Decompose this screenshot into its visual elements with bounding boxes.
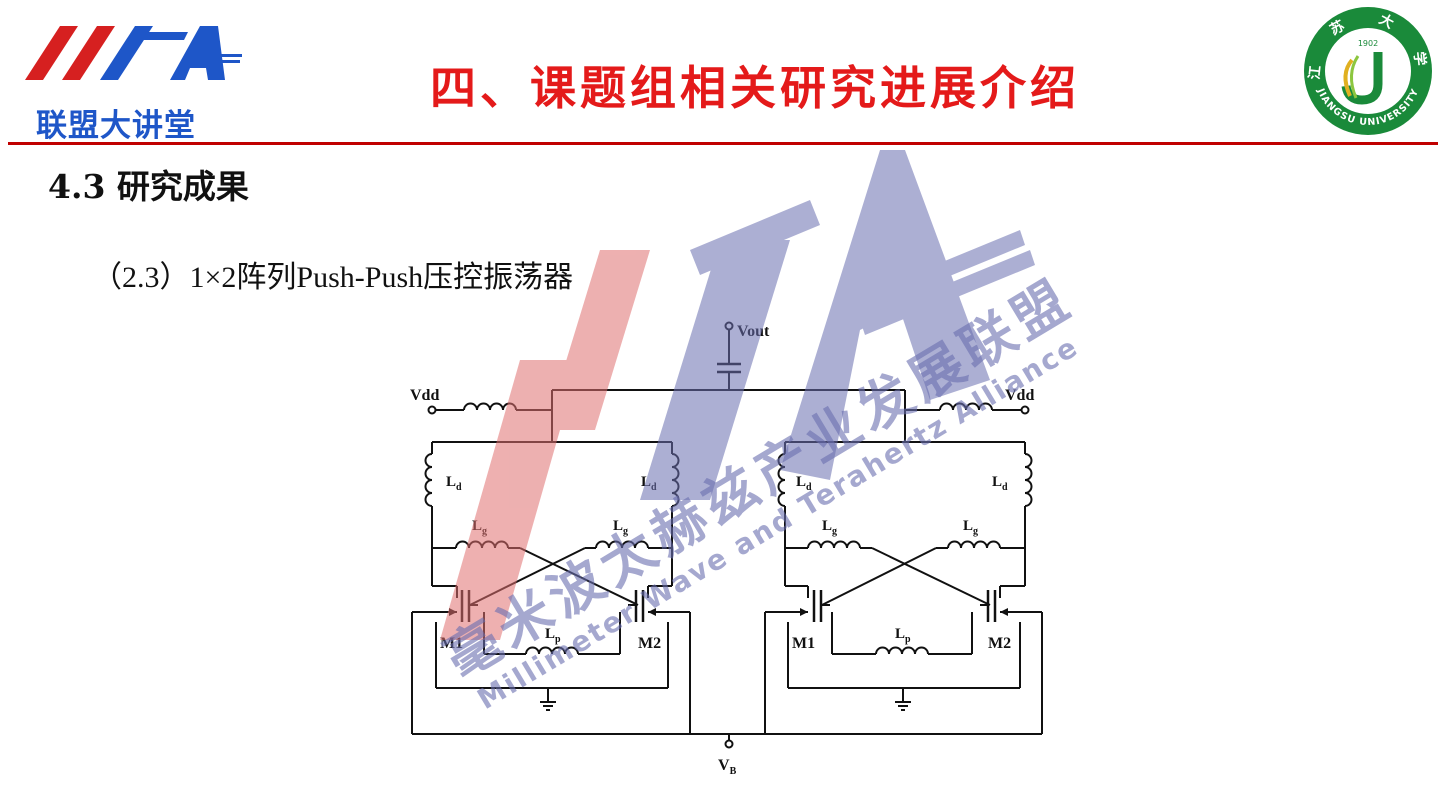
svg-text:Ld: Ld bbox=[641, 474, 657, 493]
svg-text:Lg: Lg bbox=[963, 518, 978, 537]
jiangsu-university-logo: 江 苏 大 学 JIANGSU UNIVERSITY 1902 bbox=[1300, 4, 1436, 138]
header-divider bbox=[8, 142, 1438, 145]
lp-label: L bbox=[545, 626, 555, 642]
ld-sub: d bbox=[456, 482, 462, 493]
m2-label: M2 bbox=[988, 635, 1011, 652]
ld-label: L bbox=[992, 474, 1002, 490]
lg-sub: g bbox=[623, 526, 628, 537]
m1-label: M1 bbox=[792, 635, 815, 652]
slide-subtitle: （2.3）1×2阵列Push-Push压控振荡器 bbox=[92, 261, 574, 294]
vdd-right-label: Vdd bbox=[1005, 387, 1034, 404]
vout-label: Vout bbox=[737, 323, 770, 340]
lp-sub: p bbox=[555, 634, 561, 645]
section-title: 4.3 研究成果 bbox=[48, 167, 249, 206]
svg-text:Lp: Lp bbox=[545, 626, 561, 645]
ld-label: L bbox=[796, 474, 806, 490]
svg-text:Lp: Lp bbox=[895, 626, 911, 645]
svg-text:Lg: Lg bbox=[472, 518, 487, 537]
lg-label: L bbox=[472, 518, 482, 534]
vb-sub: B bbox=[730, 766, 737, 777]
svg-text:Lg: Lg bbox=[613, 518, 628, 537]
lp-label: L bbox=[895, 626, 905, 642]
lg-label: L bbox=[822, 518, 832, 534]
vb-label: V bbox=[718, 757, 730, 774]
svg-text:VB: VB bbox=[718, 757, 737, 777]
ld-sub: d bbox=[1002, 482, 1008, 493]
lg-sub: g bbox=[973, 526, 978, 537]
lg-sub: g bbox=[832, 526, 837, 537]
ld-label: L bbox=[641, 474, 651, 490]
svg-text:Lg: Lg bbox=[822, 518, 837, 537]
m2-label: M2 bbox=[638, 635, 661, 652]
svg-text:Ld: Ld bbox=[796, 474, 812, 493]
page-title: 四、课题组相关研究进展介绍 bbox=[430, 61, 1080, 115]
ld-sub: d bbox=[806, 482, 812, 493]
ld-label: L bbox=[446, 474, 456, 490]
lg-label: L bbox=[613, 518, 623, 534]
lg-label: L bbox=[963, 518, 973, 534]
svg-text:Ld: Ld bbox=[992, 474, 1008, 493]
lp-sub: p bbox=[905, 634, 911, 645]
logo-left-text: 联盟大讲堂 bbox=[36, 108, 196, 144]
vdd-left-label: Vdd bbox=[410, 387, 439, 404]
alliance-logo: 联盟大讲堂 bbox=[20, 18, 250, 144]
svg-text:Ld: Ld bbox=[446, 474, 462, 493]
lg-sub: g bbox=[482, 526, 487, 537]
logo-right-year: 1902 bbox=[1358, 39, 1378, 48]
m1-label: M1 bbox=[440, 635, 463, 652]
ld-sub: d bbox=[651, 482, 657, 493]
alliance-logo-mark bbox=[25, 26, 242, 80]
